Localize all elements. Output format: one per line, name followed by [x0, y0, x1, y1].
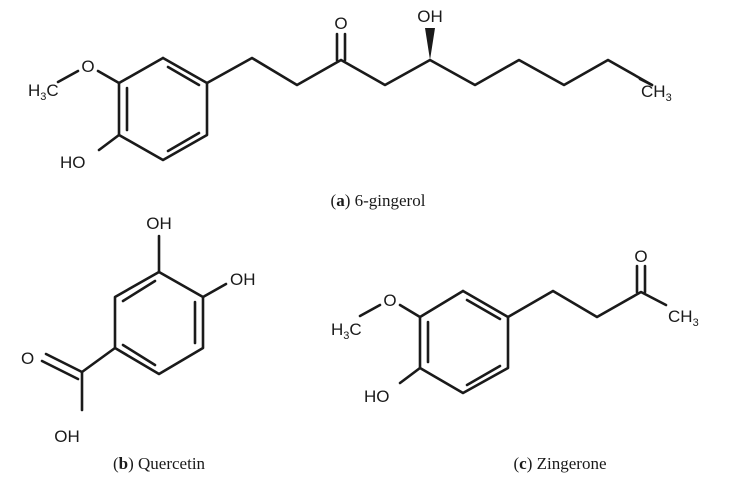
- gingerol-ho-label: HO: [60, 153, 86, 172]
- gingerol-methoxy-bond: [96, 69, 121, 85]
- gingerol-terminal-bond: [638, 77, 654, 87]
- gingerol-h3c-label: H3C: [28, 81, 59, 103]
- quercetin-carboxyl-bond: [80, 346, 117, 374]
- quercetin-oh-top: OH: [146, 214, 172, 233]
- zingerone-ketone-o: O: [634, 247, 647, 266]
- gingerol-methoxy-o: O: [81, 57, 94, 76]
- quercetin-oh-right-bond: [201, 282, 228, 299]
- gingerol-wedge-bond: [425, 28, 435, 60]
- structure-zingerone: O H3C HO O CH3 (c) Zingerone: [331, 247, 699, 473]
- zingerone-h3c-label: H3C: [331, 320, 362, 342]
- gingerol-ch3-label: CH3: [641, 82, 672, 104]
- quercetin-oh-acid: OH: [54, 427, 80, 446]
- zingerone-methyl-o-bond: [358, 303, 382, 318]
- gingerol-methyl-o-bond: [56, 69, 80, 84]
- gingerol-oh-label: OH: [417, 7, 443, 26]
- zingerone-methoxy-bond: [398, 303, 422, 319]
- zingerone-methoxy-o: O: [383, 291, 396, 310]
- quercetin-co-bond-2: [40, 359, 80, 381]
- zingerone-side-chain: [506, 289, 668, 319]
- quercetin-benzene-ring: [113, 270, 205, 376]
- structure-6-gingerol: O H3C HO O OH CH3 (a) 6-gingerol: [28, 7, 672, 210]
- structure-quercetin: OH OH O OH (b) Quercetin: [21, 214, 256, 473]
- caption-b: (b) Quercetin: [113, 454, 206, 473]
- zingerone-ho-bond: [398, 366, 422, 385]
- quercetin-oh-right: OH: [230, 270, 256, 289]
- quercetin-carbonyl-o: O: [21, 349, 34, 368]
- gingerol-alkyl-chain: [205, 56, 654, 87]
- quercetin-co-bond-1: [44, 352, 84, 374]
- gingerol-benzene-ring: [117, 56, 209, 162]
- gingerol-ho-bond: [97, 133, 121, 152]
- caption-a: (a) 6-gingerol: [331, 191, 426, 210]
- caption-c: (c) Zingerone: [514, 454, 607, 473]
- zingerone-ch3-label: CH3: [668, 307, 699, 329]
- zingerone-benzene-ring: [418, 289, 510, 395]
- zingerone-ho-label: HO: [364, 387, 390, 406]
- gingerol-ketone-o: O: [334, 14, 347, 33]
